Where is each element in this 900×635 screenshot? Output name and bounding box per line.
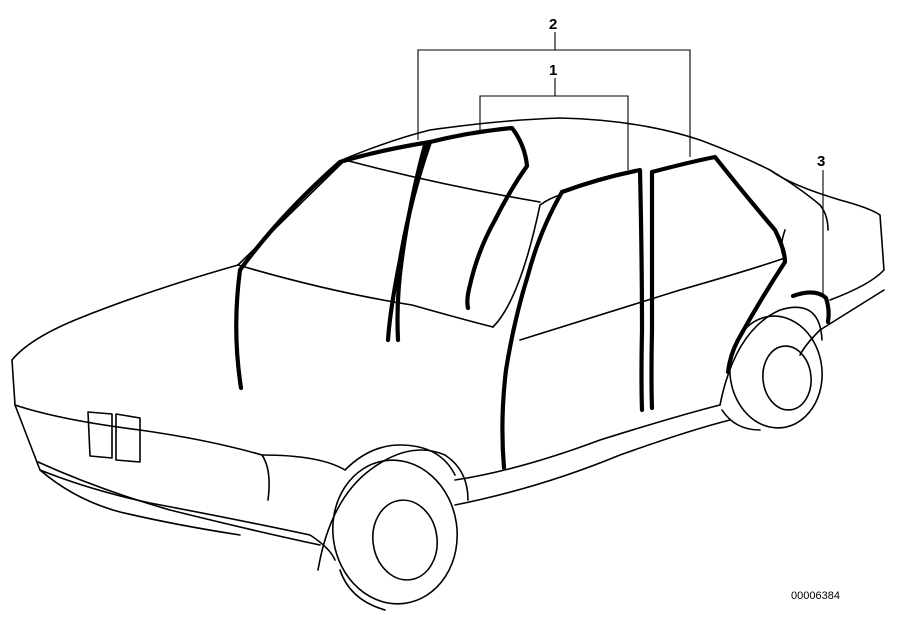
callout-label-2: 2 xyxy=(549,16,557,33)
callout-leaders xyxy=(417,32,824,296)
callout-label-3: 3 xyxy=(817,153,825,170)
front-wheel xyxy=(331,459,459,611)
figure-part-number: 00006384 xyxy=(791,590,840,602)
seal-part-3 xyxy=(790,290,831,325)
callout-label-1: 1 xyxy=(549,62,557,79)
car-body-outline xyxy=(11,117,885,571)
rear-wheel xyxy=(721,315,823,431)
seal-part-1 xyxy=(395,125,655,471)
grille-kidneys xyxy=(87,411,141,463)
